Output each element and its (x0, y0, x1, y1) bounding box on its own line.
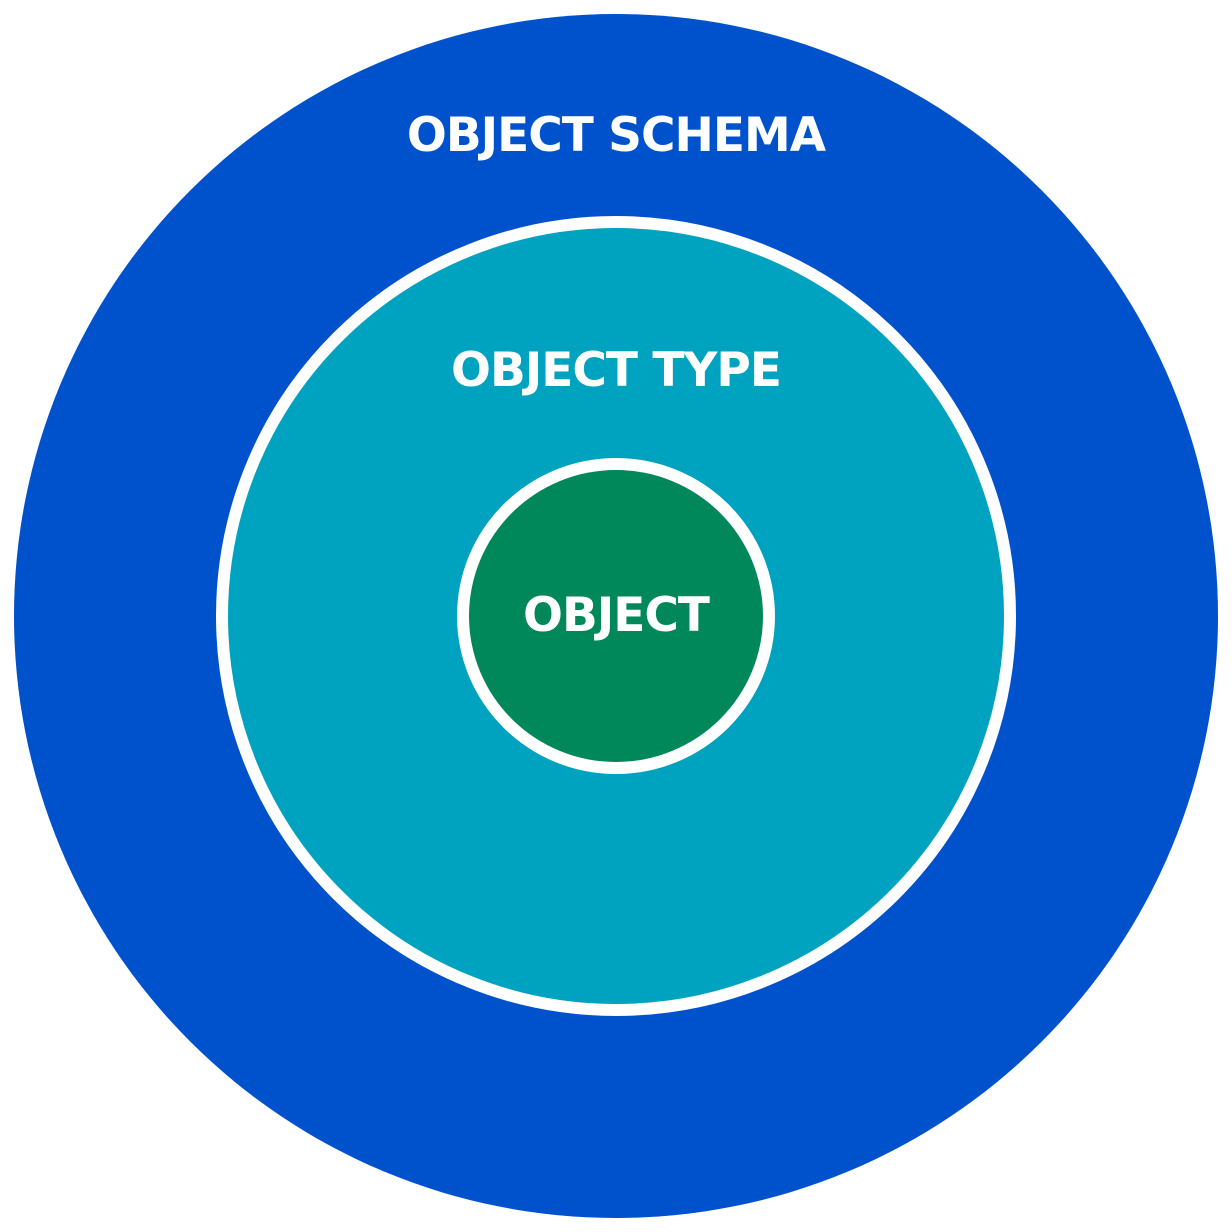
object-type-label: OBJECT TYPE (451, 343, 782, 398)
object-label: OBJECT (523, 588, 710, 643)
object-schema-label: OBJECT SCHEMA (406, 108, 826, 163)
